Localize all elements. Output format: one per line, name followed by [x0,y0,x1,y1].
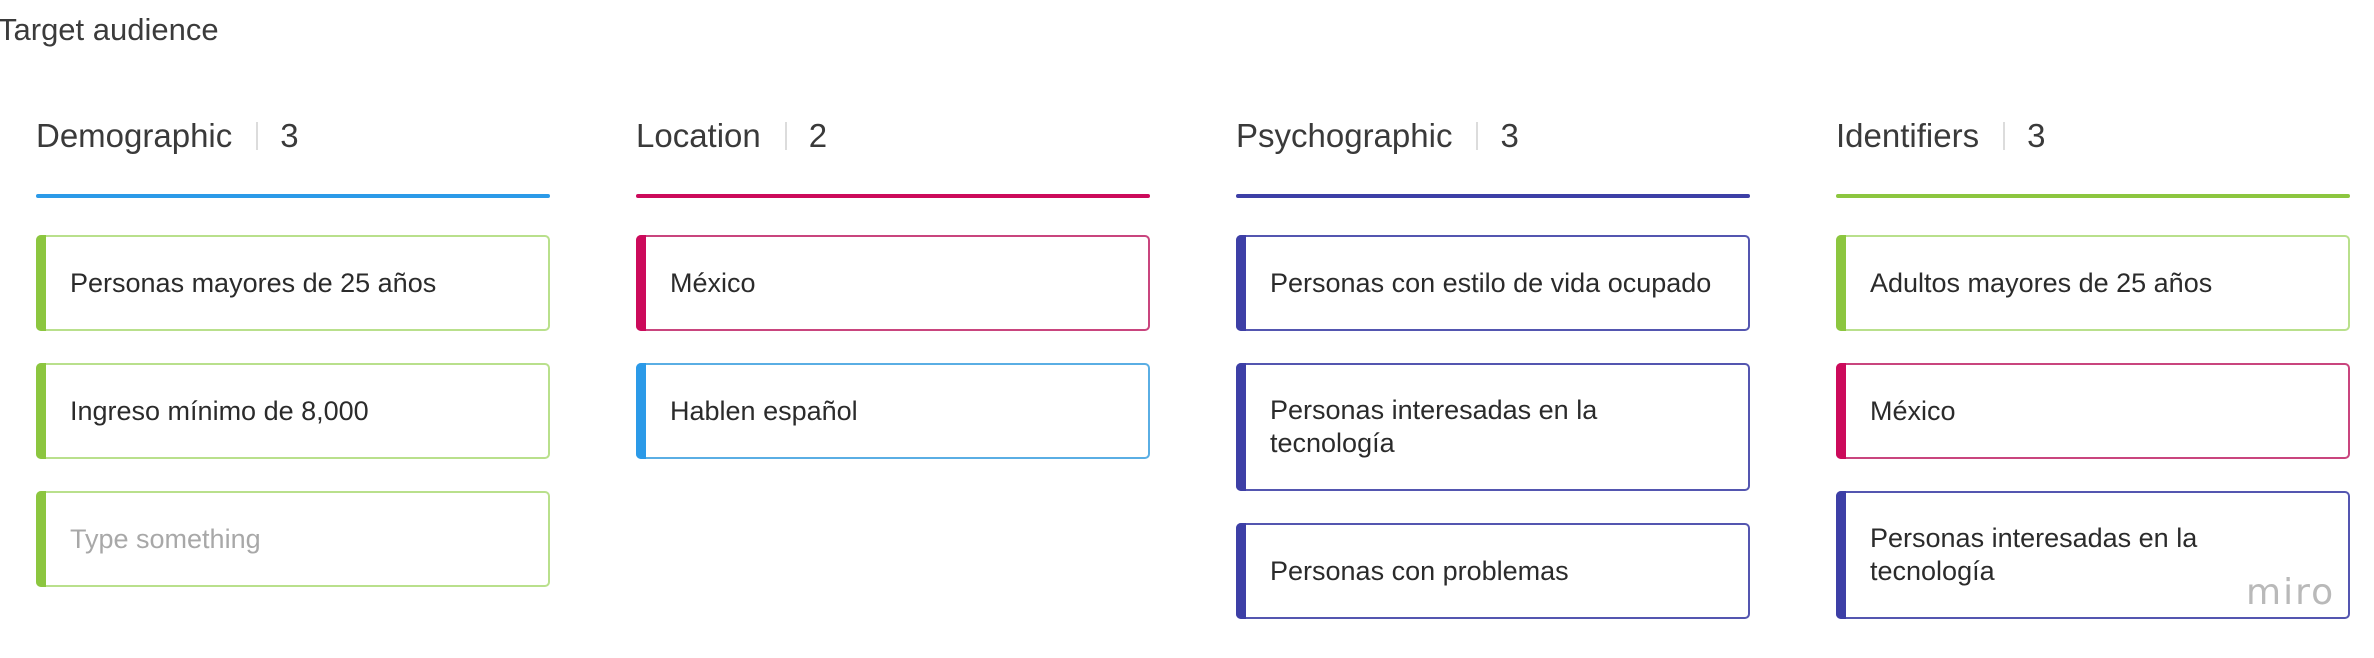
column-header: Demographic 3 [36,114,550,158]
card-list: Personas mayores de 25 años Ingreso míni… [36,235,550,587]
sticky-card[interactable]: Personas interesadas en la tecnología [1836,491,2350,619]
card-text: Personas interesadas en la tecnología [1270,395,1598,458]
card-text: Personas mayores de 25 años [70,267,437,298]
header-separator [784,122,787,150]
column-header: Location 2 [636,114,1150,158]
sticky-card[interactable]: Ingreso mínimo de 8,000 [36,363,550,459]
card-list: México Hablen español [636,235,1150,459]
sticky-card[interactable]: Adultos mayores de 25 años [1836,235,2350,331]
header-separator [2003,122,2006,150]
card-placeholder-text: Type something [70,523,261,554]
column-header: Identifiers 3 [1836,114,2350,158]
header-separator [1476,122,1479,150]
column-demographic: Demographic 3 Personas mayores de 25 año… [36,114,550,619]
sticky-card[interactable]: Hablen español [636,363,1150,459]
column-title: Demographic [36,117,233,154]
card-list: Adultos mayores de 25 años México Person… [1836,235,2350,619]
column-count: 3 [1500,117,1519,154]
page-title: Target audience [0,12,219,47]
column-underline [636,194,1150,198]
card-text: Personas con problemas [1270,555,1569,586]
column-underline [1836,194,2350,198]
sticky-card[interactable]: Personas mayores de 25 años [36,235,550,331]
column-count: 3 [280,117,299,154]
sticky-card[interactable]: México [1836,363,2350,459]
sticky-card-placeholder[interactable]: Type something [36,491,550,587]
miro-watermark-logo: miro [2246,572,2336,613]
sticky-card[interactable]: Personas con problemas [1236,523,1750,619]
column-location: Location 2 México Hablen español [636,114,1150,491]
column-title: Location [636,117,761,154]
card-text: Personas con estilo de vida ocupado [1270,267,1712,298]
column-psychographic: Psychographic 3 Personas con estilo de v… [1236,114,1750,651]
column-underline [1236,194,1750,198]
header-separator [256,122,259,150]
card-text: Personas interesadas en la tecnología [1870,523,2198,586]
column-count: 3 [2027,117,2046,154]
card-text: Adultos mayores de 25 años [1870,267,2213,298]
card-text: México [1870,395,1956,426]
column-underline [36,194,550,198]
column-title: Identifiers [1836,117,1980,154]
card-text: Hablen español [670,395,858,426]
sticky-card[interactable]: México [636,235,1150,331]
card-text: Ingreso mínimo de 8,000 [70,395,369,426]
column-count: 2 [808,117,828,154]
column-title: Psychographic [1236,117,1453,154]
sticky-card[interactable]: Personas interesadas en la tecnología [1236,363,1750,491]
sticky-card[interactable]: Personas con estilo de vida ocupado [1236,235,1750,331]
card-list: Personas con estilo de vida ocupado Pers… [1236,235,1750,619]
column-identifiers: Identifiers 3 Adultos mayores de 25 años… [1836,114,2350,651]
card-text: México [670,267,756,298]
column-header: Psychographic 3 [1236,114,1750,158]
